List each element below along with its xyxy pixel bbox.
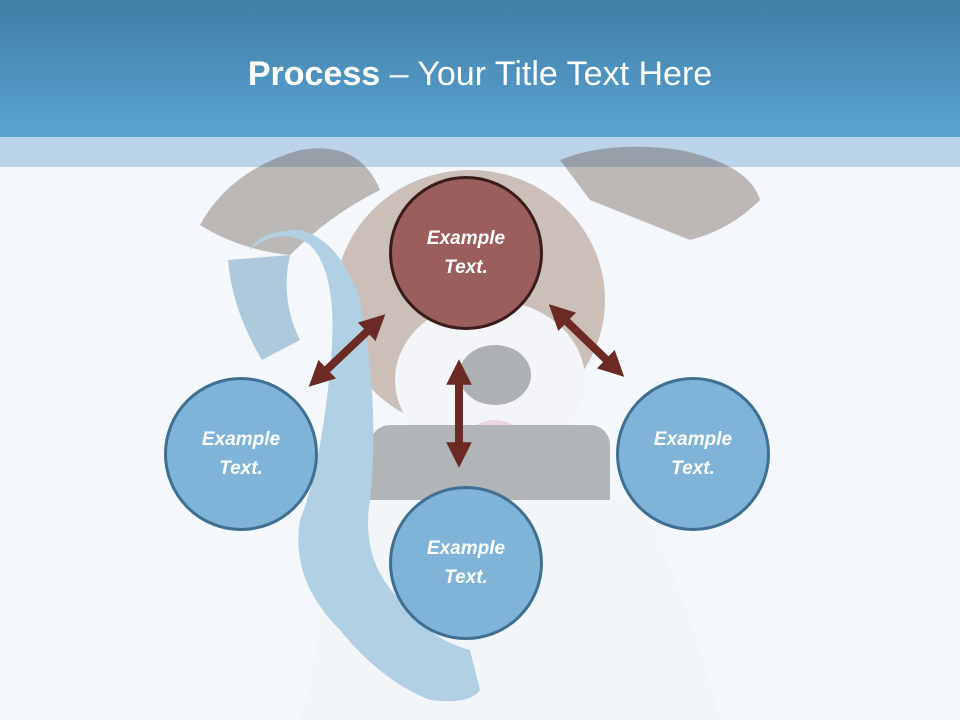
node-left-label: Example Text.	[201, 429, 281, 479]
node-right: Example Text.	[616, 377, 770, 531]
header-band	[0, 137, 960, 167]
title-banner	[0, 0, 960, 137]
node-bottom-label: Example Text.	[426, 538, 506, 588]
arrow-top-right	[548, 304, 625, 377]
slide-title: Process – Your Title Text Here	[0, 52, 960, 96]
node-top: Example Text.	[389, 176, 543, 330]
node-left: Example Text.	[164, 377, 318, 531]
node-bottom: Example Text.	[389, 486, 543, 640]
node-right-label: Example Text.	[653, 429, 733, 479]
title-rest: – Your Title Text Here	[380, 55, 713, 93]
node-top-label: Example Text.	[426, 228, 506, 278]
title-bold: Process	[247, 55, 381, 93]
arrow-top-left	[308, 314, 386, 387]
